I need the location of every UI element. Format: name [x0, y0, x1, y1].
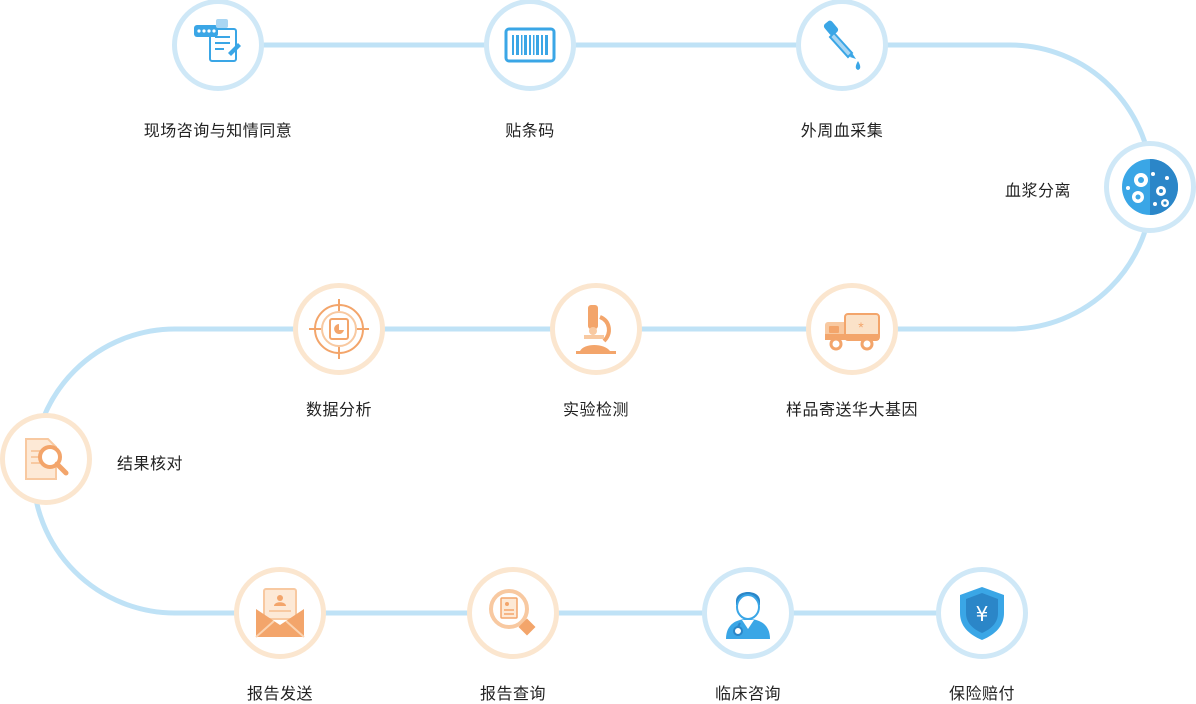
consent-form-icon	[194, 19, 241, 62]
cells-icon	[1122, 159, 1178, 215]
step-label-report-query: 报告查询	[479, 686, 547, 703]
step-node-data-analysis[interactable]	[293, 283, 385, 375]
step-label-plasma-separation: 血浆分离	[1005, 183, 1072, 200]
step-label-clinical-consult: 临床咨询	[714, 686, 782, 703]
svg-text:*: *	[858, 319, 864, 335]
step-node-result-check[interactable]	[0, 413, 92, 505]
step-label-lab-testing: 实验检测	[562, 402, 630, 419]
step-node-plasma-separation[interactable]	[1104, 141, 1196, 233]
step-label-sample-shipping: 样品寄送华大基因	[785, 402, 919, 419]
doctor-icon	[726, 592, 770, 639]
step-node-sample-shipping[interactable]: *	[806, 283, 898, 375]
step-node-clinical-consult[interactable]	[702, 567, 794, 659]
report-search-icon	[489, 589, 536, 636]
step-node-insurance-claim[interactable]: ¥	[936, 567, 1028, 659]
step-label-blood-collection: 外周血采集	[800, 123, 884, 140]
step-node-report-query[interactable]	[467, 567, 559, 659]
step-label-barcode: 贴条码	[505, 123, 555, 140]
step-node-report-sending[interactable]	[234, 567, 326, 659]
step-label-data-analysis: 数据分析	[305, 402, 373, 419]
barcode-icon	[504, 27, 556, 63]
insurance-shield-icon: ¥	[960, 587, 1004, 640]
step-label-insurance-claim: 保险赔付	[948, 686, 1016, 703]
microscope-icon	[576, 305, 616, 354]
step-label-consent: 现场咨询与知情同意	[143, 123, 293, 140]
step-node-blood-collection[interactable]	[796, 0, 888, 91]
step-node-barcode[interactable]	[484, 0, 576, 91]
svg-text:¥: ¥	[976, 602, 989, 626]
step-node-lab-testing[interactable]	[550, 283, 642, 375]
ambulance-icon: *	[825, 313, 880, 351]
step-node-consent[interactable]	[172, 0, 264, 91]
target-analysis-icon	[309, 299, 369, 359]
step-label-result-check: 结果核对	[117, 456, 184, 473]
step-label-report-sending: 报告发送	[246, 686, 314, 703]
document-search-icon	[25, 438, 69, 480]
envelope-icon	[255, 588, 305, 638]
dropper-icon	[823, 20, 861, 70]
